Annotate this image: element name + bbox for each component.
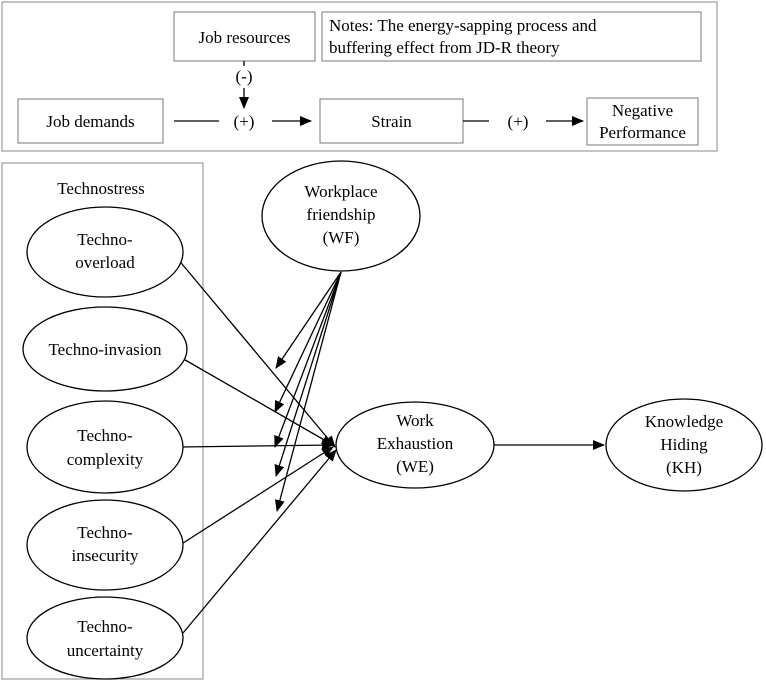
- strain-label: Strain: [371, 112, 412, 131]
- plus-sign-label-1: (+): [234, 112, 255, 131]
- techno-uncertainty-node: [26, 596, 184, 680]
- jdr-panel: [1, 1, 718, 152]
- negative-performance-box: [586, 97, 699, 146]
- techno-insecurity-node: [26, 499, 184, 591]
- techno-insecurity-line-1: Techno-: [77, 523, 133, 542]
- uncertainty-to-we-arrow: [182, 449, 337, 634]
- techno-uncertainty-line-2: uncertainty: [67, 641, 144, 660]
- negative-performance-line-2: Performance: [599, 123, 686, 142]
- wf-line-1: Workplace: [304, 182, 377, 201]
- wf-moderation-arrow-1: [275, 271, 342, 369]
- overload-to-we-arrow: [176, 257, 336, 448]
- techno-overload-node: [26, 206, 184, 298]
- techno-invasion-node: [22, 306, 188, 392]
- techno-uncertainty-line-1: Techno-: [77, 617, 133, 636]
- plus-sign-label-2: (+): [508, 112, 529, 131]
- kh-line-1: Knowledge: [645, 412, 723, 431]
- workplace-friendship-node: [261, 160, 421, 272]
- work-exhaustion-node: [335, 401, 495, 489]
- job-resources-label: Job resources: [198, 28, 290, 47]
- we-line-2: Exhaustion: [377, 434, 454, 453]
- negative-performance-line-1: Negative: [612, 101, 673, 120]
- techno-invasion-label: Techno-invasion: [48, 340, 162, 359]
- wf-moderation-arrow-3: [274, 271, 342, 448]
- techno-overload-line-2: overload: [75, 253, 135, 272]
- techno-complexity-node: [26, 400, 184, 494]
- wf-moderation-arrow-2: [274, 271, 342, 413]
- kh-line-3: (KH): [666, 458, 702, 477]
- techno-complexity-line-2: complexity: [67, 450, 144, 469]
- knowledge-hiding-node: [605, 398, 763, 492]
- wf-line-3: (WF): [323, 228, 360, 247]
- wf-moderation-arrow-4: [274, 271, 342, 477]
- negative-sign-label: (-): [236, 67, 253, 86]
- we-line-3: (WE): [396, 457, 434, 476]
- wf-moderation-arrow-5: [275, 271, 342, 512]
- invasion-to-we-arrow: [179, 356, 334, 446]
- job-demands-label: Job demands: [46, 112, 134, 131]
- techno-complexity-line-1: Techno-: [77, 426, 133, 445]
- techno-insecurity-line-2: insecurity: [71, 546, 139, 565]
- wf-line-2: friendship: [307, 205, 376, 224]
- notes-box: [321, 11, 702, 62]
- kh-line-2: Hiding: [660, 435, 708, 454]
- technostress-label: Technostress: [57, 179, 145, 198]
- notes-line-1: Notes: The energy-sapping process and: [329, 16, 597, 35]
- complexity-to-we-arrow: [179, 440, 334, 451]
- techno-overload-line-1: Techno-: [77, 230, 133, 249]
- we-line-1: Work: [396, 411, 434, 430]
- job-demands-box: [17, 98, 164, 144]
- notes-line-2: buffering effect from JD-R theory: [329, 38, 560, 57]
- insecurity-to-we-arrow: [179, 446, 334, 546]
